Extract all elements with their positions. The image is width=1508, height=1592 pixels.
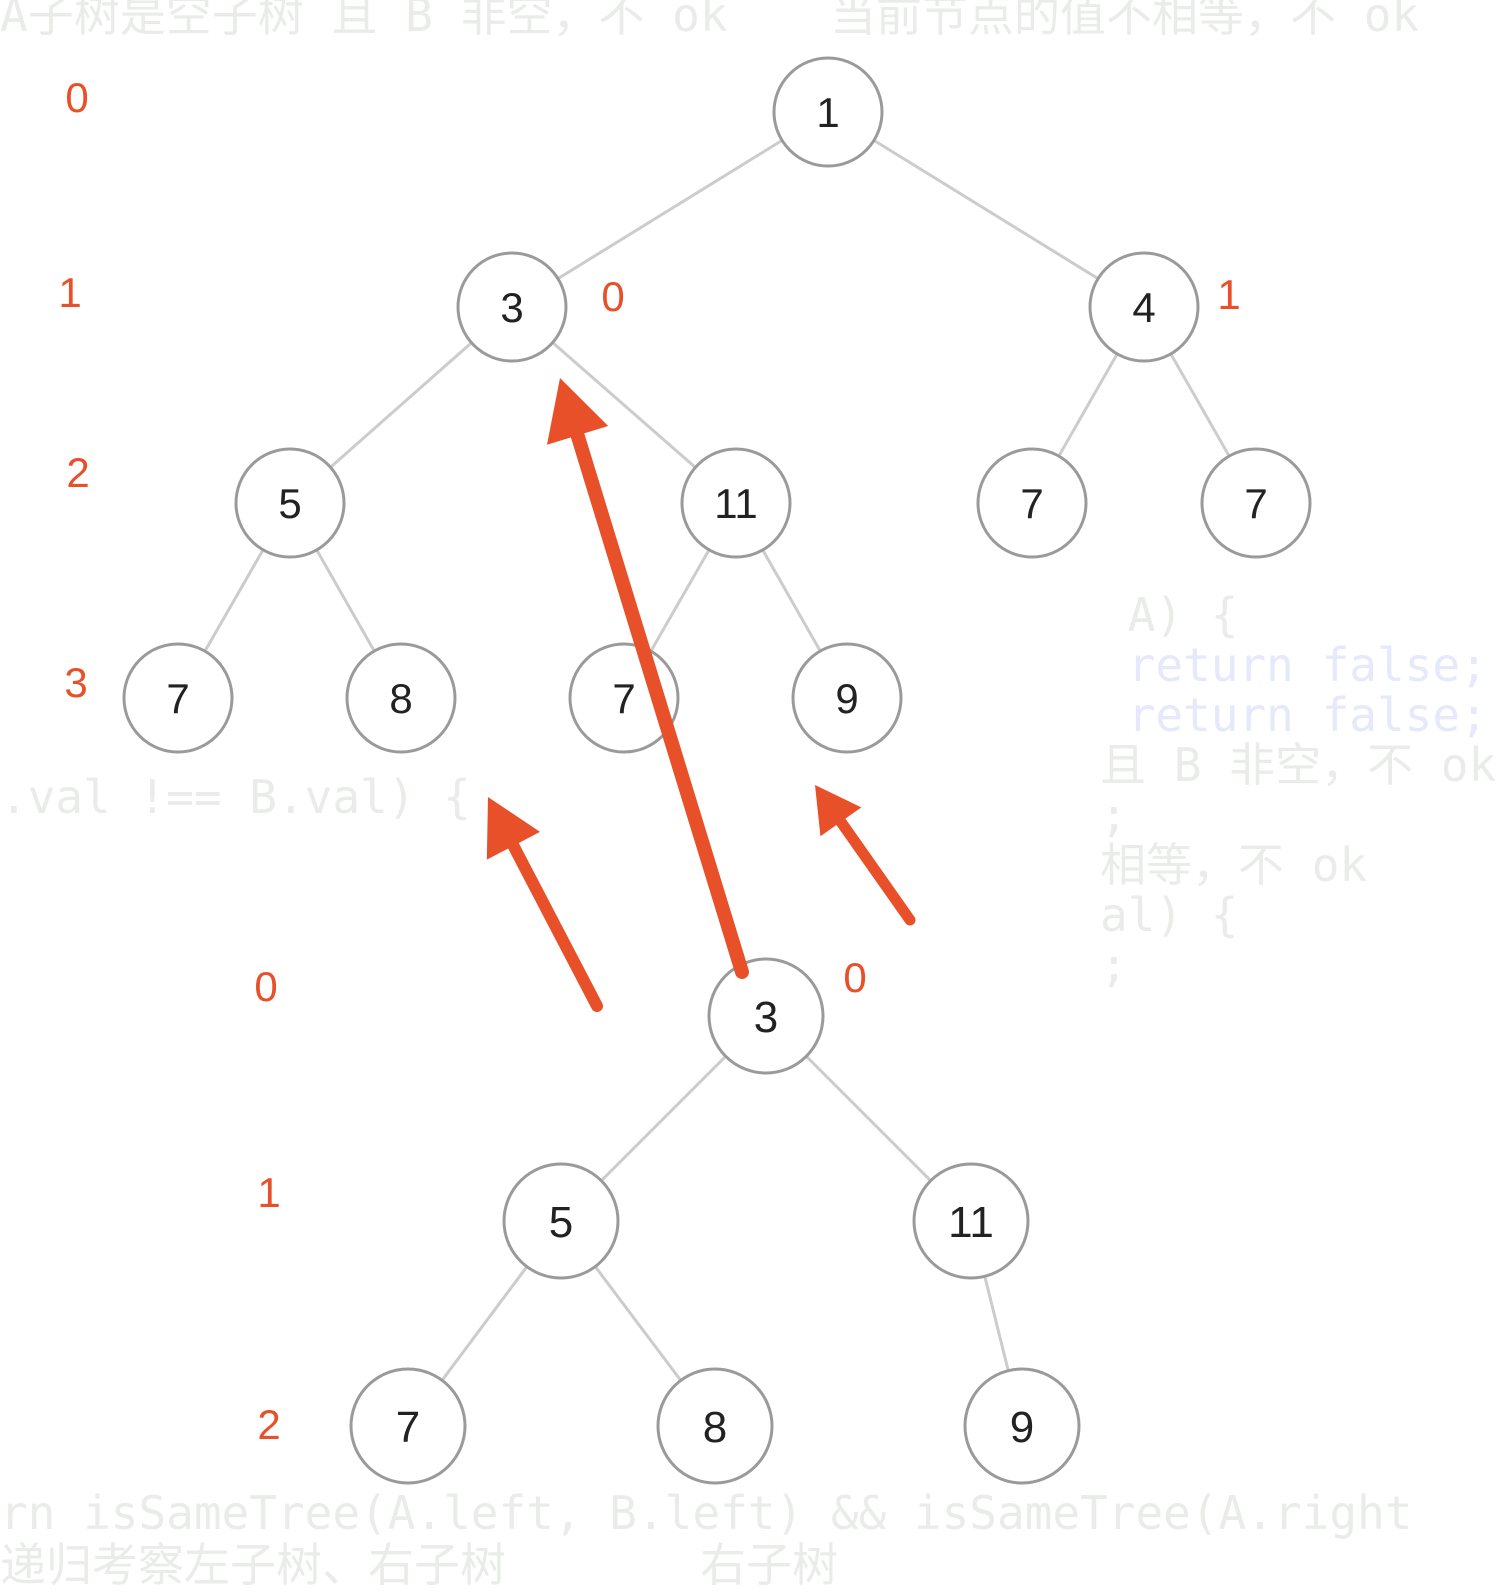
arrow-shaft bbox=[835, 816, 916, 926]
bg-code-line: 相等，不 ok bbox=[1100, 838, 1368, 892]
bg-code-line: ; bbox=[1100, 788, 1128, 842]
tree-a-node-label: 9 bbox=[835, 675, 858, 722]
tree-b-node-label: 8 bbox=[703, 1403, 727, 1452]
bg-code-line: rn isSameTree(A.left, B.left) && isSameT… bbox=[0, 1486, 1413, 1540]
arrow-head bbox=[546, 378, 609, 445]
bg-code-line: ; bbox=[1100, 938, 1128, 992]
tree-a-edge bbox=[511, 110, 829, 309]
bg-code-column: A) { return false; return false; 且 B 非空，… bbox=[1100, 590, 1500, 990]
depth-label: 0 bbox=[65, 74, 89, 121]
tree-b-node-label: 5 bbox=[549, 1198, 573, 1247]
tree-a-node-label: 7 bbox=[612, 675, 635, 722]
tree-a-node-label: 7 bbox=[166, 675, 189, 722]
tree-b-node bbox=[963, 1367, 1081, 1485]
bg-code-line: A) { bbox=[1100, 588, 1239, 642]
tree-a-node-label: 4 bbox=[1132, 284, 1155, 331]
tree-b-node bbox=[707, 957, 825, 1075]
bg-code-line: return false; bbox=[1100, 638, 1488, 692]
tree-a-node-label: 11 bbox=[714, 480, 758, 527]
tree-a-node bbox=[976, 447, 1088, 559]
tree-a-node-label: 8 bbox=[389, 675, 412, 722]
tree-a-node bbox=[680, 447, 792, 559]
depth-label: 2 bbox=[257, 1401, 281, 1448]
arrow-shaft bbox=[570, 428, 749, 979]
tree-b-node bbox=[912, 1162, 1030, 1280]
tree-b-node bbox=[349, 1367, 467, 1485]
side-label: 0 bbox=[843, 954, 867, 1001]
side-label: 1 bbox=[1217, 271, 1241, 318]
tree-b-node bbox=[502, 1162, 620, 1280]
tree-a-node bbox=[234, 447, 346, 559]
arrow-head bbox=[486, 797, 541, 860]
side-label: 0 bbox=[601, 273, 625, 320]
tree-a-node-label: 7 bbox=[1020, 480, 1043, 527]
tree-a-node bbox=[1088, 251, 1200, 363]
bg-code-line: al) { bbox=[1100, 888, 1239, 942]
bg-code-line: .val !== B.val) { bbox=[0, 770, 471, 824]
tree-b-node bbox=[656, 1367, 774, 1485]
tree-a-node-label: 5 bbox=[278, 480, 301, 527]
tree-a-node bbox=[1200, 447, 1312, 559]
tree-b-node-label: 11 bbox=[948, 1198, 994, 1247]
tree-a-node bbox=[791, 642, 903, 754]
tree-a-node bbox=[456, 251, 568, 363]
bg-code-line: 右子树 bbox=[700, 1538, 838, 1592]
depth-label: 1 bbox=[58, 269, 82, 316]
bg-code-line: return false; bbox=[1100, 688, 1488, 742]
tree-a-edge bbox=[827, 110, 1145, 309]
bg-code-line: 递归考察左子树、右子树 bbox=[0, 1538, 506, 1592]
depth-label: 2 bbox=[66, 449, 90, 496]
bg-code-line: 且 B 非空，不 ok bbox=[1100, 738, 1497, 792]
tree-b-node-label: 9 bbox=[1010, 1403, 1034, 1452]
tree-b-node-label: 3 bbox=[754, 993, 778, 1042]
depth-label: 0 bbox=[254, 963, 278, 1010]
tree-a-node bbox=[772, 56, 884, 168]
bg-code-line: 当前节点的值不相等，不 ok bbox=[830, 0, 1420, 42]
tree-a-node-label: 3 bbox=[500, 284, 523, 331]
arrow-head bbox=[815, 785, 862, 837]
tree-a-node bbox=[122, 642, 234, 754]
depth-label: 1 bbox=[257, 1169, 281, 1216]
tree-a-node-label: 7 bbox=[1244, 480, 1267, 527]
tree-b-node-label: 7 bbox=[396, 1403, 420, 1452]
tree-a-node-label: 1 bbox=[816, 89, 839, 136]
bg-code-line: A子树是空子树 且 B 非空，不 ok bbox=[0, 0, 728, 42]
tree-a-node bbox=[345, 642, 457, 754]
depth-label: 3 bbox=[64, 659, 88, 706]
arrow-shaft bbox=[507, 839, 603, 1012]
